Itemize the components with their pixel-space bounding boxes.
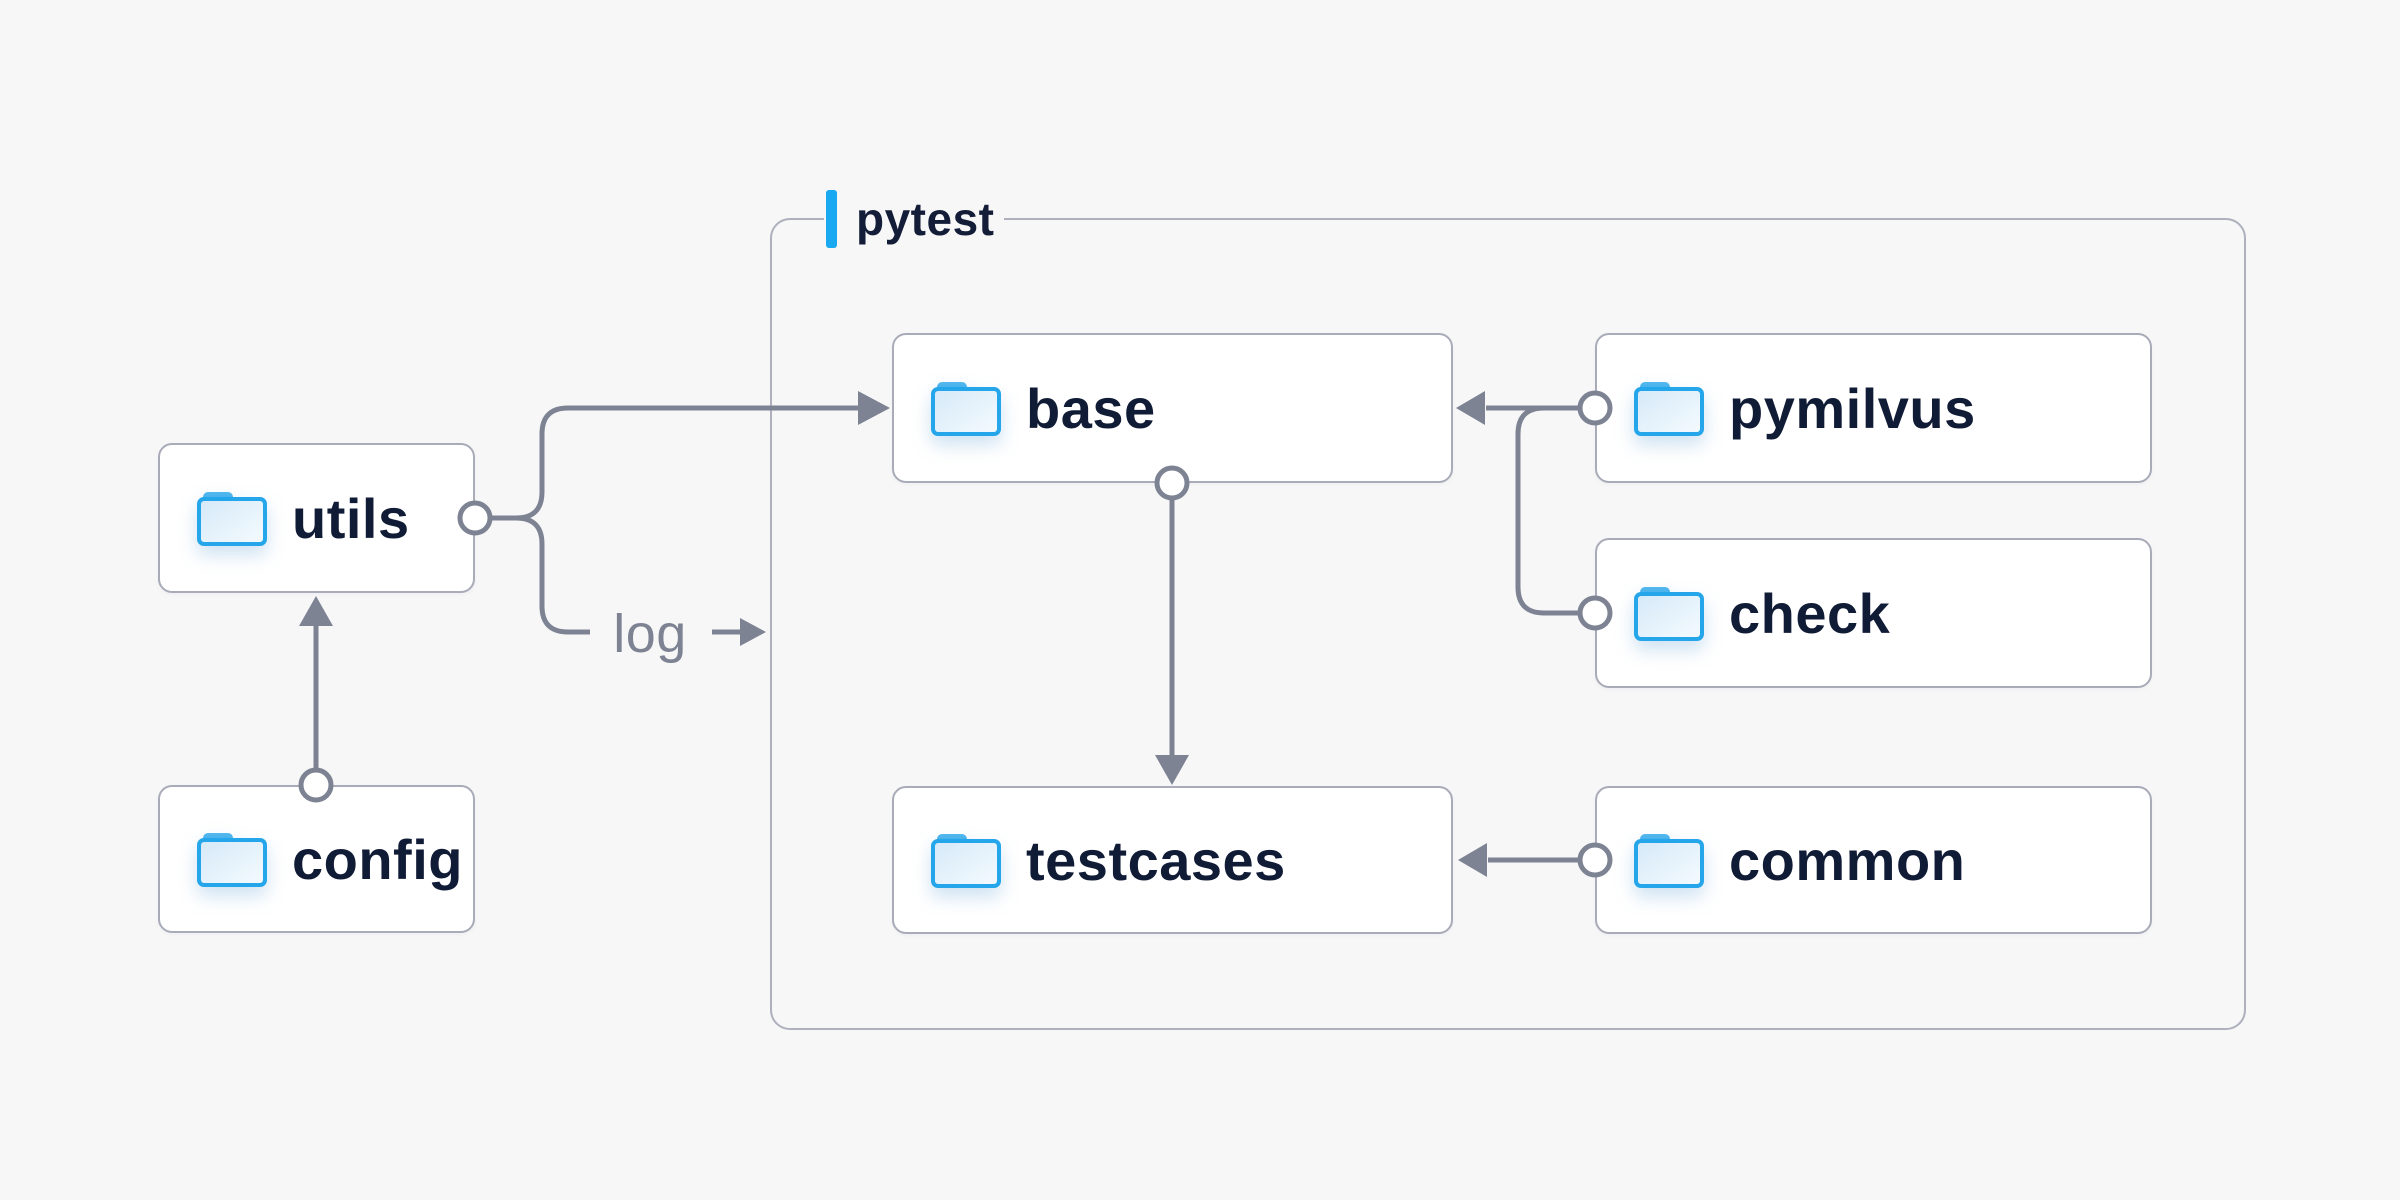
node-common: common	[1595, 786, 2152, 934]
node-config: config	[158, 785, 475, 933]
edge-utils-log	[515, 515, 590, 635]
pytest-container-label: pytest	[824, 189, 1005, 249]
folder-icon	[1633, 584, 1705, 642]
folder-icon	[1633, 831, 1705, 889]
edge-label-log: log	[613, 604, 687, 664]
node-label: check	[1729, 581, 1891, 645]
arrowhead-config-utils	[299, 596, 333, 626]
node-base: base	[892, 333, 1453, 483]
pytest-container: pytest	[770, 189, 2246, 1030]
node-label: common	[1729, 828, 1966, 892]
node-pymilvus: pymilvus	[1595, 333, 2152, 483]
node-testcases: testcases	[892, 786, 1453, 934]
node-label: utils	[292, 486, 410, 550]
folder-icon	[930, 379, 1002, 437]
folder-icon	[1633, 379, 1705, 437]
node-label: pymilvus	[1729, 376, 1976, 440]
arrowhead-log	[740, 618, 766, 646]
node-label: config	[292, 827, 463, 891]
container-title: pytest	[856, 193, 995, 245]
folder-icon	[196, 489, 268, 547]
folder-icon	[930, 831, 1002, 889]
node-check: check	[1595, 538, 2152, 688]
node-utils: utils	[158, 443, 475, 593]
folder-icon	[196, 830, 268, 888]
node-label: testcases	[1026, 828, 1286, 892]
accent-bar-icon	[826, 190, 837, 248]
node-label: base	[1026, 376, 1156, 440]
